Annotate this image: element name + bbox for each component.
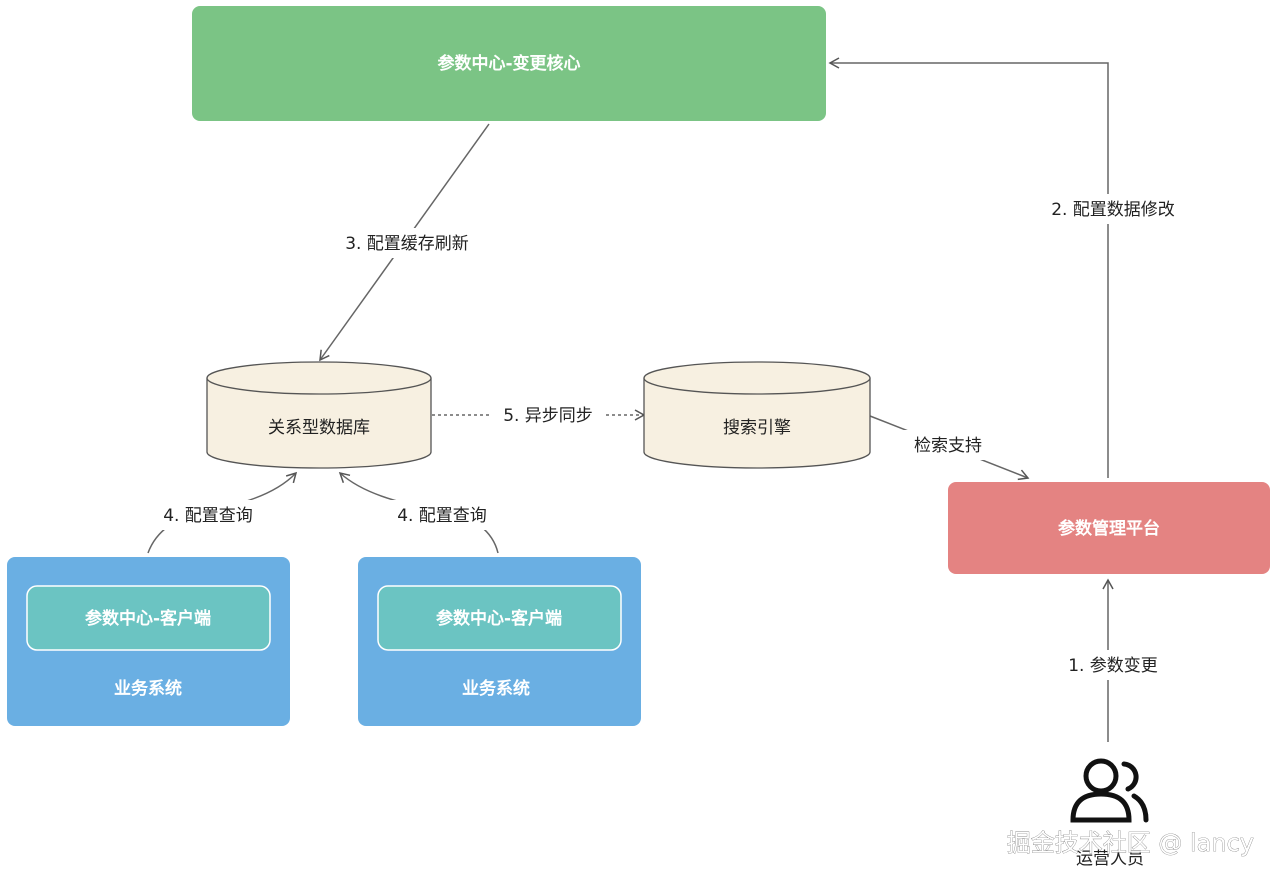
node-search-label: 搜索引擎 [723,418,791,438]
node-search-body [643,378,871,469]
node-system-2-client-label: 参数中心-客户端 [436,608,562,629]
node-platform-box [948,482,1270,574]
watermark-text: 掘金技术社区 @ lancy [1007,829,1254,857]
node-search-top [643,361,871,395]
edge-label-param-change: 1. 参数变更 [1068,656,1158,676]
node-operator[interactable]: 运营人员 [1070,758,1149,869]
node-core[interactable]: 参数中心-变更核心 [192,6,826,121]
node-search[interactable]: 搜索引擎 [643,361,871,469]
node-system-1[interactable]: 参数中心-客户端 业务系统 [7,557,290,726]
node-system-1-client-label: 参数中心-客户端 [85,608,211,629]
node-system-2[interactable]: 参数中心-客户端 业务系统 [358,557,641,726]
node-system-2-client [377,585,622,651]
node-system-1-label: 业务系统 [114,678,182,699]
node-core-label: 参数中心-变更核心 [437,53,580,74]
node-db-top [206,361,432,395]
edge-label-cache-refresh: 3. 配置缓存刷新 [345,234,469,254]
node-db[interactable]: 关系型数据库 [206,361,432,469]
edge-label-async-sync: 5. 异步同步 [503,406,593,426]
node-db-body [206,378,432,469]
node-operator-label: 运营人员 [1076,849,1144,869]
edge-label-query-1: 4. 配置查询 [163,506,253,526]
node-db-label: 关系型数据库 [268,418,370,438]
edge-label-retrieval: 检索支持 [914,436,982,456]
node-platform-label: 参数管理平台 [1058,518,1160,539]
node-system-1-client [26,585,271,651]
edge-label-query-2: 4. 配置查询 [397,506,487,526]
node-platform[interactable]: 参数管理平台 [948,482,1270,574]
node-core-box [192,6,826,121]
edge-config-modify [828,57,1109,478]
edge-label-config-modify: 2. 配置数据修改 [1051,200,1175,220]
node-system-2-label: 业务系统 [462,678,530,699]
user-group-icon [1070,758,1149,823]
